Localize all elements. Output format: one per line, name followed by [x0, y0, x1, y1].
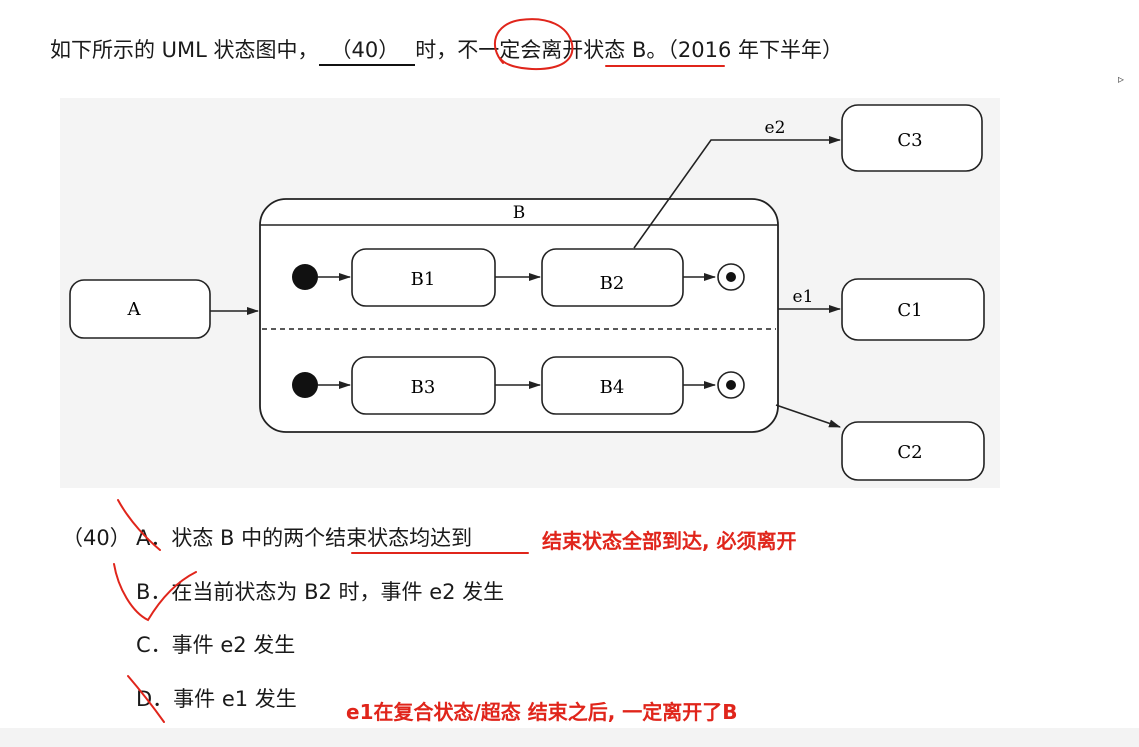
option-c: C．事件 e2 发生 — [136, 629, 295, 659]
transition-e2-b2-to-c3 — [633, 136, 841, 249]
initial-state-upper — [292, 264, 318, 290]
transition-b-to-c2 — [775, 404, 841, 428]
option-c-letter: C． — [136, 633, 172, 657]
final-state-upper-dot — [726, 272, 736, 282]
state-a-label: A — [127, 299, 142, 320]
state-b4-label: B4 — [600, 377, 625, 398]
state-c3 — [841, 104, 983, 172]
question-text: 如下所示的 UML 状态图中，（40）时，不一定会离开状态 B。（2016 年下… — [50, 34, 843, 66]
answer-blank: （40） — [318, 34, 416, 66]
annotation-note-a: 结束状态全部到达, 必须离开 — [542, 529, 797, 553]
event-e1-label: e1 — [793, 287, 814, 307]
state-c3-label: C3 — [897, 130, 922, 151]
final-state-lower-dot — [726, 380, 736, 390]
composite-state-b — [259, 198, 779, 433]
option-b-text: 在当前状态为 B2 时，事件 e2 发生 — [171, 580, 505, 604]
option-b-letter: B． — [136, 580, 172, 604]
state-b3-label: B3 — [411, 377, 436, 398]
option-d-text: 事件 e1 发生 — [173, 687, 297, 711]
initial-state-lower — [292, 372, 318, 398]
answer-number: （40） — [62, 526, 131, 550]
option-a-letter: A． — [136, 526, 172, 550]
question-suffix: 时，不一定会离开状态 B。（2016 年下半年） — [415, 38, 843, 62]
option-a-text: 状态 B 中的两个结束状态均达到 — [171, 526, 473, 550]
state-b2-label: B2 — [600, 273, 625, 294]
option-a: A．状态 B 中的两个结束状态均达到 — [136, 522, 472, 552]
state-c2 — [841, 421, 985, 481]
event-e2-label: e2 — [765, 118, 786, 138]
state-b-label: B — [513, 203, 526, 223]
state-c2-label: C2 — [897, 442, 922, 463]
question-prefix: 如下所示的 UML 状态图中， — [50, 38, 319, 62]
annotation-note-d: e1在复合状态/超态 结束之后, 一定离开了B — [346, 700, 738, 724]
state-a — [69, 279, 211, 339]
uml-state-diagram: A B B1 B2 B3 B4 e2 C3 e1 C1 C2 — [60, 98, 1000, 488]
option-d: D．事件 e1 发生 — [136, 683, 297, 713]
state-c1 — [841, 278, 985, 341]
option-d-letter: D． — [136, 687, 174, 711]
mouse-cursor-icon: ▹ — [1118, 72, 1125, 86]
state-b1-label: B1 — [411, 269, 436, 290]
bottom-bar — [0, 728, 1139, 747]
state-c1-label: C1 — [897, 300, 922, 321]
option-c-text: 事件 e2 发生 — [171, 633, 296, 657]
option-b: B．在当前状态为 B2 时，事件 e2 发生 — [136, 576, 504, 606]
